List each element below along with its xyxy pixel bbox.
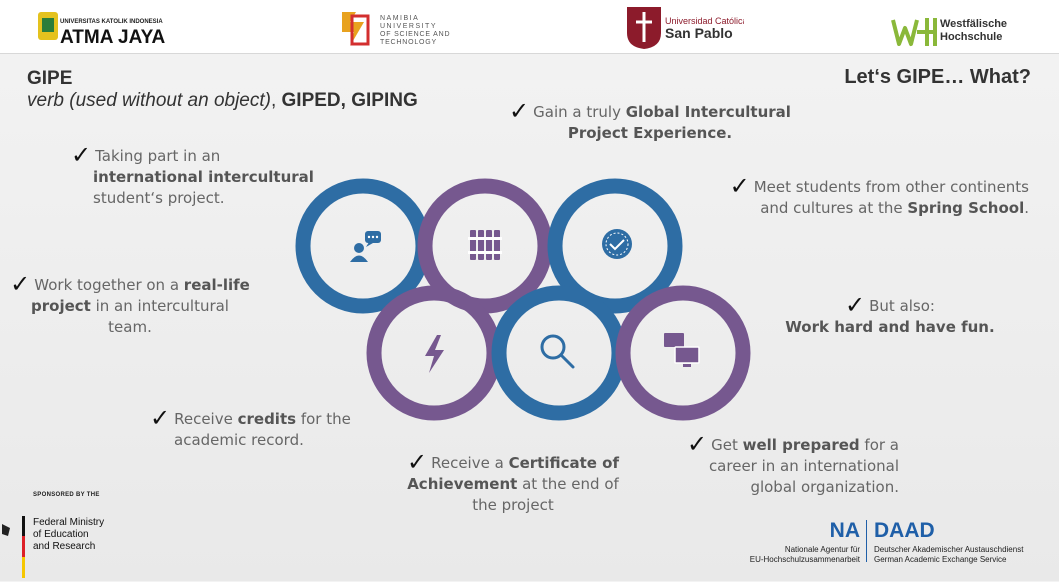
bmbf-name: Federal Ministry of Education and Resear… [33, 517, 104, 553]
point-text-bold: Project Experience. [567, 124, 733, 142]
ring-bottom-middle [491, 285, 627, 421]
point-meet-students: ✓Meet students from other continents and… [730, 174, 1029, 219]
daad-line-1: Deutscher Akademischer Austauschdienst [874, 545, 1024, 554]
point-work-together: ✓Work together on a real-life project in… [10, 272, 250, 338]
point-text: and cultures at the [760, 199, 908, 217]
ring-bottom-right [615, 285, 751, 421]
checkmark-icon: ✓ [729, 172, 750, 200]
definition-forms: GIPED, GIPING [281, 90, 418, 111]
nust-line-3: OF SCIENCE AND [380, 31, 450, 38]
definition-italic: verb (used without an object) [27, 90, 271, 111]
point-text: student‘s project. [93, 189, 225, 207]
right-title: Let‘s GIPE… What? [844, 66, 1031, 88]
checkmark-icon: ✓ [687, 430, 708, 458]
point-global-experience: ✓Gain a truly Global Intercultural Proje… [500, 99, 800, 144]
ring-top-right [547, 178, 683, 314]
na-logo: NA [829, 519, 860, 542]
library-icon [468, 230, 502, 260]
nust-line-2: UNIVERSITY [380, 23, 437, 30]
point-text: Receive a [431, 454, 509, 472]
point-text: Meet students from other continents [753, 178, 1029, 196]
search-icon [540, 334, 575, 369]
checkmark-icon: ✓ [509, 97, 530, 125]
rings-diagram [295, 178, 751, 421]
chat-user-icon [350, 231, 381, 262]
wh-emblem [891, 18, 937, 46]
point-credits: ✓Receive credits for the academic record… [150, 406, 351, 451]
point-text: career in an international [708, 457, 899, 475]
federal-eagle-icon [2, 516, 25, 578]
point-certificate: ✓Receive a Certificate of Achievement at… [388, 450, 638, 516]
na-block: NA Nationale Agentur für EU-Hochschulzus… [700, 520, 860, 565]
ucsp-line-1: Universidad Católica [665, 16, 744, 26]
point-text-bold: real-life [183, 276, 250, 294]
bmbf-line-1: Federal Ministry [33, 517, 105, 528]
point-text: in an intercultural [90, 297, 229, 315]
point-text-bold: well prepared [742, 436, 860, 454]
point-well-prepared: ✓Get well prepared for a career in an in… [687, 432, 899, 498]
point-taking-part: ✓Taking part in an international intercu… [71, 143, 314, 209]
point-text: for the [296, 410, 351, 428]
wh-line-1: Westfälische [940, 18, 1007, 30]
point-text-bold: Certificate of [508, 454, 619, 472]
ucsp-logo: Universidad Católica San Pablo [627, 7, 744, 49]
point-text: Get [711, 436, 743, 454]
point-text-bold: project [31, 297, 91, 315]
checkmark-icon: ✓ [150, 404, 171, 432]
bmbf-logo [0, 516, 27, 578]
point-text-bold: international intercultural [93, 168, 314, 186]
point-text-bold: Spring School [907, 199, 1025, 217]
computers-icon [664, 333, 700, 367]
na-line-2: EU-Hochschulzusammenarbeit [749, 555, 860, 564]
nust-line-4: TECHNOLOGY [380, 39, 437, 46]
ucsp-line-2: San Pablo [665, 25, 733, 41]
point-text-bold: Work hard and have fun. [785, 318, 995, 336]
daad-line-2: German Academic Exchange Service [874, 555, 1007, 564]
point-text-bold: Global Intercultural [625, 103, 791, 121]
point-text: academic record. [174, 431, 304, 449]
checkmark-icon: ✓ [71, 141, 92, 169]
lightning-icon [425, 335, 444, 373]
definition-separator: , [270, 90, 282, 111]
checkmark-icon: ✓ [407, 448, 428, 476]
page-title: GIPE [27, 68, 73, 89]
point-text: Taking part in an [95, 147, 221, 165]
na-daad-divider [866, 520, 867, 562]
point-text-bold: Achievement [407, 475, 518, 493]
verified-badge-icon [602, 229, 632, 259]
wh-logo: Westfälische Hochschule [891, 18, 1007, 46]
point-work-hard: ✓But also: Work hard and have fun. [770, 293, 1010, 338]
point-text: at the end of [517, 475, 619, 493]
nust-line-1: NAMIBIA [380, 15, 419, 22]
checkmark-icon: ✓ [10, 270, 31, 298]
nust-logo: NAMIBIA UNIVERSITY OF SCIENCE AND TECHNO… [342, 12, 450, 46]
point-text: Work together on a [34, 276, 184, 294]
point-text: . [1024, 199, 1029, 217]
point-text: for a [859, 436, 899, 454]
checkmark-icon: ✓ [845, 291, 866, 319]
ring-top-middle [417, 178, 553, 314]
wh-line-2: Hochschule [940, 31, 1002, 43]
bmbf-line-3: and Research [33, 541, 96, 552]
point-text: the project [472, 496, 554, 514]
na-line-1: Nationale Agentur für [784, 545, 860, 554]
bmbf-line-2: of Education [33, 529, 89, 540]
point-text: But also: [869, 297, 935, 315]
daad-block: DAAD Deutscher Akademischer Austauschdie… [874, 520, 1059, 565]
logo-bar: UNIVERSITAS KATOLIK INDONESIA ATMA JAYA … [0, 0, 1059, 54]
point-text-bold: credits [237, 410, 297, 428]
point-text: global organization. [750, 478, 899, 496]
point-text: team. [108, 318, 152, 336]
daad-logo: DAAD [874, 519, 935, 542]
sponsored-by-label: SPONSORED BY THE [33, 492, 100, 498]
point-text: Gain a truly [533, 103, 626, 121]
atma-jaya-logo: UNIVERSITAS KATOLIK INDONESIA ATMA JAYA [38, 12, 166, 48]
point-text: Receive [174, 410, 238, 428]
definition-line: verb (used without an object), GIPED, GI… [27, 90, 418, 112]
atma-jaya-name: ATMA JAYA [60, 27, 166, 48]
atma-jaya-small-text: UNIVERSITAS KATOLIK INDONESIA [60, 19, 163, 25]
